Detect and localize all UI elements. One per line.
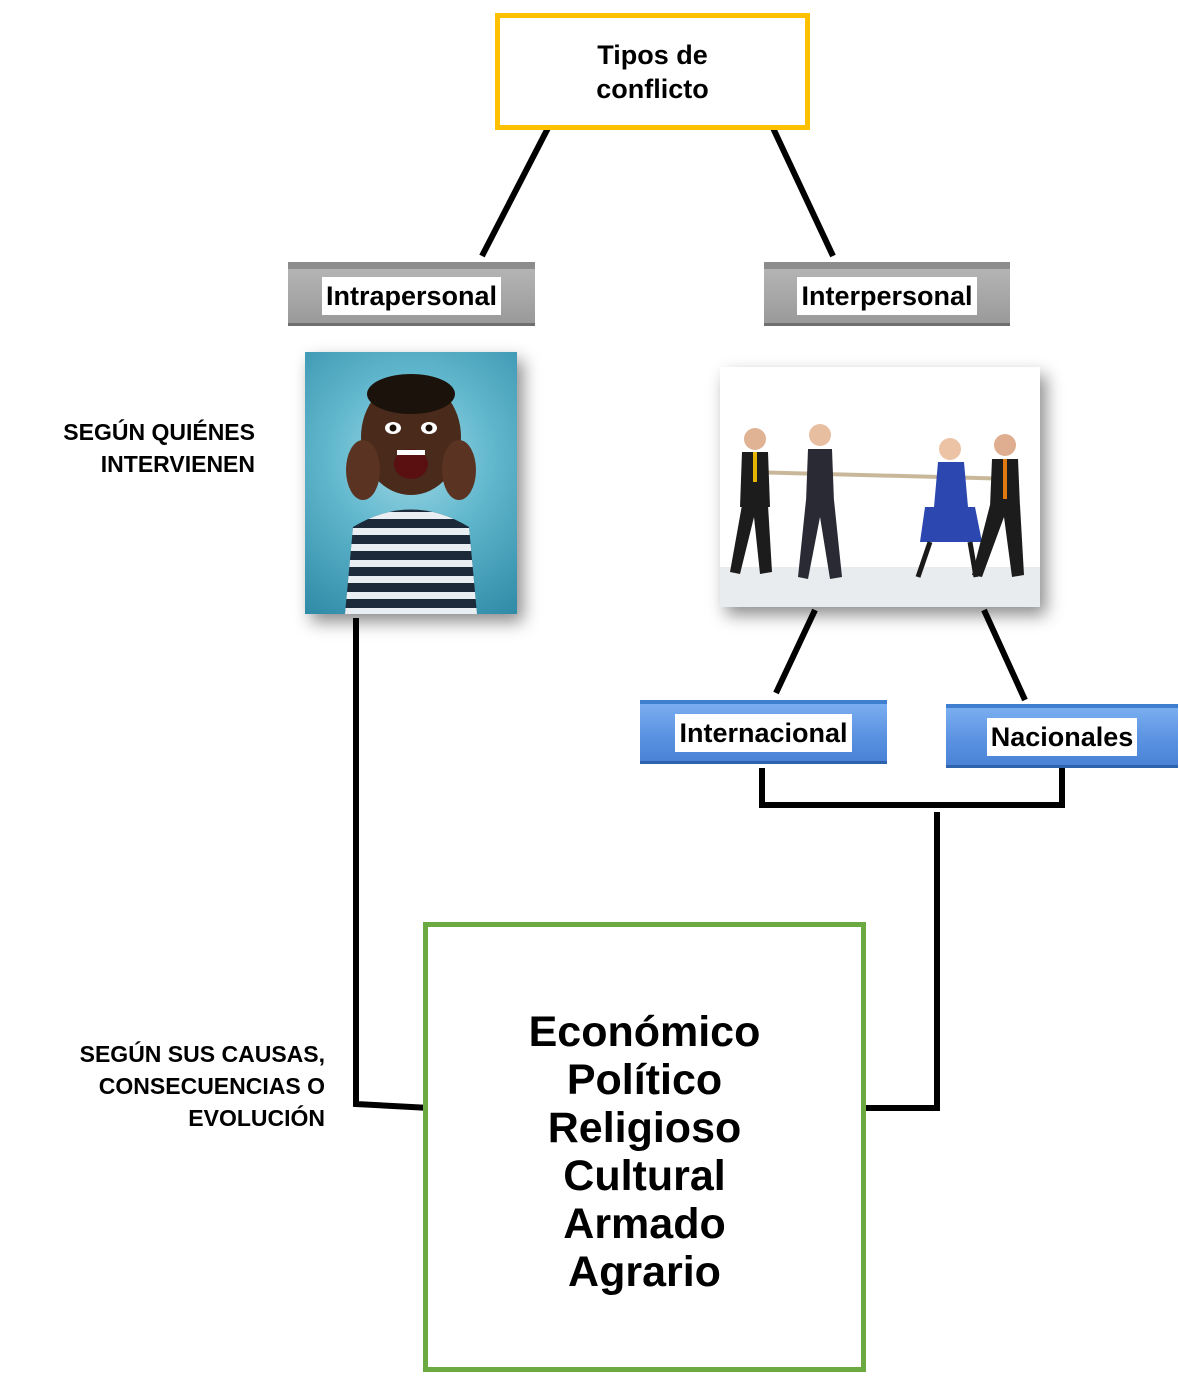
- node-interpersonal: Interpersonal: [764, 262, 1010, 326]
- category-item: Cultural: [563, 1152, 726, 1200]
- node-interpersonal-label: Interpersonal: [797, 277, 977, 315]
- side-label-quienes: SEGÚN QUIÉNES INTERVIENEN: [63, 419, 255, 477]
- node-nacionales: Nacionales: [946, 704, 1178, 768]
- boy-illustration: [345, 374, 477, 614]
- category-item: Económico: [528, 1008, 761, 1056]
- node-nacionales-label: Nacionales: [986, 717, 1138, 756]
- node-internacional-label: Internacional: [675, 713, 852, 752]
- node-internacional: Internacional: [640, 700, 887, 764]
- root-node-label: Tipos de conflicto: [596, 39, 709, 104]
- category-item: Político: [566, 1056, 723, 1104]
- connector-root-interpersonal: [770, 126, 836, 258]
- node-intrapersonal: Intrapersonal: [288, 262, 535, 326]
- category-item: Armado: [563, 1200, 726, 1248]
- node-intrapersonal-label: Intrapersonal: [321, 277, 502, 315]
- category-item: Religioso: [547, 1104, 742, 1152]
- connector-team-nacionales: [981, 608, 1028, 702]
- tug-of-war-photo: [720, 367, 1040, 607]
- category-item: Agrario: [568, 1248, 721, 1296]
- categories-box: Económico Político Religioso Cultural Ar…: [423, 922, 866, 1372]
- connector-left-categories: [353, 618, 431, 1111]
- connector-root-intrapersonal: [479, 126, 551, 258]
- tug-of-war-illustration: [720, 424, 1040, 607]
- side-label-causas: SEGÚN SUS CAUSAS, CONSECUENCIAS O EVOLUC…: [79, 1041, 325, 1131]
- boy-shouting-photo: [305, 352, 517, 614]
- bracket-level2: [759, 768, 1065, 808]
- connector-team-internacional: [773, 608, 818, 695]
- root-node-box: Tipos de conflicto: [495, 13, 810, 130]
